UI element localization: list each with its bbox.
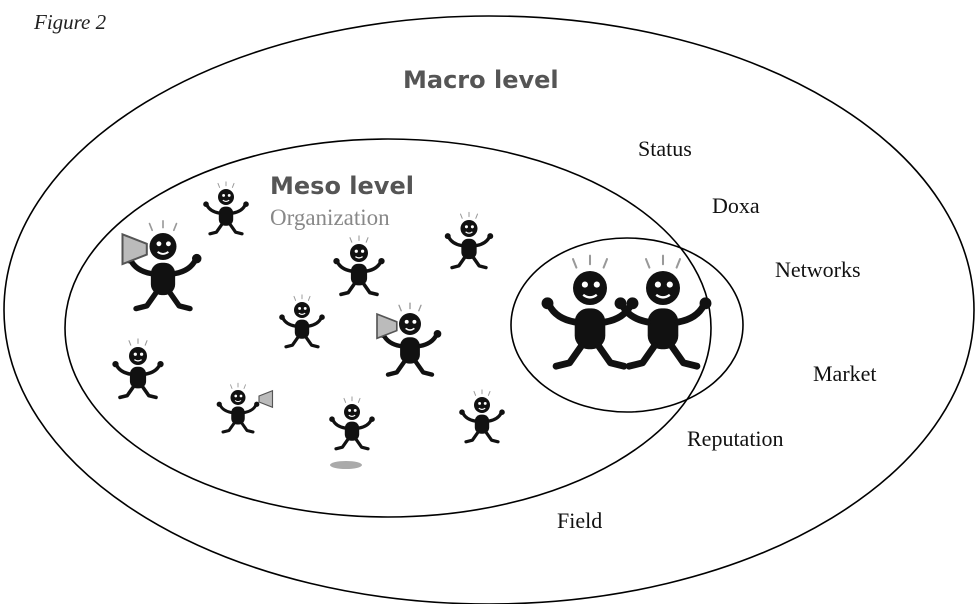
macro-level-title: Macro level [403, 66, 559, 94]
person-shadow [330, 461, 362, 469]
factor-status: Status [638, 136, 692, 161]
person-left-jumping [110, 337, 166, 400]
macro-level-ellipse [3, 15, 975, 604]
person-pointing [443, 210, 495, 270]
organization-label: Organization [270, 205, 390, 230]
factor-networks: Networks [775, 257, 861, 282]
interaction-circle [510, 237, 744, 413]
factor-market: Market [813, 361, 877, 386]
person-arms-up [331, 234, 387, 297]
meso-level-title: Meso level [270, 172, 414, 200]
person-megaphone-small [215, 381, 274, 434]
meso-level-ellipse [64, 138, 712, 518]
figure-caption: Figure 2 [33, 10, 107, 34]
factor-reputation: Reputation [687, 426, 784, 451]
person-megaphone-center [376, 303, 441, 375]
person-megaphone-large [121, 221, 202, 309]
factor-doxa: Doxa [712, 193, 760, 218]
person-running [327, 395, 377, 451]
factor-field: Field [557, 508, 602, 533]
person-small-top [201, 180, 251, 236]
person-right-cheering [457, 388, 507, 444]
person-center [277, 293, 327, 349]
